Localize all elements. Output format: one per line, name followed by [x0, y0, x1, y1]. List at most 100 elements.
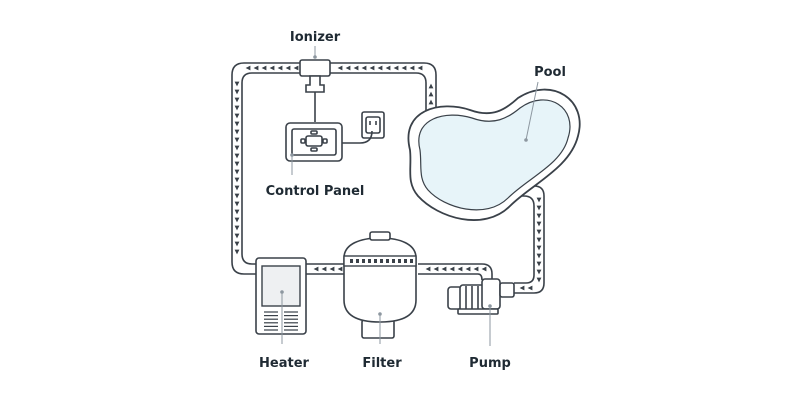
- flow-arrow: [234, 209, 240, 215]
- flow-arrow: [428, 99, 434, 105]
- flow-arrow: [234, 249, 240, 255]
- flow-arrow: [536, 213, 542, 219]
- flow-arrow: [401, 65, 407, 71]
- pump-unit: [447, 278, 515, 315]
- flow-arrow: [234, 153, 240, 159]
- flow-arrow: [353, 65, 359, 71]
- flow-arrow: [234, 217, 240, 223]
- flow-arrow: [385, 65, 391, 71]
- flow-arrow: [473, 266, 479, 272]
- filter-unit: [343, 231, 417, 339]
- flow-arrow: [234, 233, 240, 239]
- pool-shape: [407, 88, 581, 221]
- filter-band-notch: [392, 259, 395, 263]
- flow-arrow: [409, 65, 415, 71]
- flow-arrow: [428, 91, 434, 97]
- pump-leader: [488, 304, 492, 346]
- pool-label: Pool: [534, 65, 566, 80]
- flow-arrow: [313, 266, 319, 272]
- flow-arrow: [449, 266, 455, 272]
- flow-arrow: [277, 65, 283, 71]
- flow-arrow: [234, 129, 240, 135]
- flow-arrow: [536, 229, 542, 235]
- flow-arrow: [345, 65, 351, 71]
- flow-arrow: [457, 266, 463, 272]
- flow-arrow: [337, 65, 343, 71]
- filter-band-notch: [356, 259, 359, 263]
- flow-arrow: [536, 253, 542, 259]
- filter-label: Filter: [362, 356, 402, 371]
- flow-arrow: [253, 65, 259, 71]
- pump-label: Pump: [469, 356, 511, 371]
- filter-band-notch: [398, 259, 401, 263]
- flow-arrow: [285, 65, 291, 71]
- heater-leader: [280, 290, 284, 344]
- flow-arrow: [536, 277, 542, 283]
- filter-band-notch: [404, 259, 407, 263]
- heater-unit: [255, 257, 307, 335]
- control-panel-unit: [285, 122, 343, 162]
- filter-band-notch: [380, 259, 383, 263]
- filter-band-notch: [350, 259, 353, 263]
- flow-arrow: [234, 201, 240, 207]
- control-panel-leader: [290, 153, 294, 175]
- flow-arrow: [234, 177, 240, 183]
- pool-leader: [524, 81, 539, 142]
- flow-arrow: [428, 83, 434, 89]
- flow-arrow: [293, 65, 299, 71]
- flow-arrow: [519, 285, 525, 291]
- flow-arrow: [337, 266, 343, 272]
- pipe-loop: [231, 62, 545, 294]
- flow-arrow: [393, 65, 399, 71]
- flow-arrow: [245, 65, 251, 71]
- flow-arrow: [234, 105, 240, 111]
- flow-arrow: [329, 266, 335, 272]
- flow-arrow: [536, 205, 542, 211]
- flow-arrow: [441, 266, 447, 272]
- control-panel-label: Control Panel: [266, 184, 365, 199]
- filter-band-notch: [410, 259, 413, 263]
- flow-arrow: [234, 169, 240, 175]
- flow-arrows: [234, 65, 542, 291]
- filter-band-notch: [362, 259, 365, 263]
- flow-arrow: [377, 65, 383, 71]
- flow-arrow: [234, 193, 240, 199]
- flow-arrow: [465, 266, 471, 272]
- flow-arrow: [536, 197, 542, 203]
- flow-arrow: [234, 137, 240, 143]
- flow-arrow: [527, 285, 533, 291]
- flow-arrow: [321, 266, 327, 272]
- flow-arrow: [234, 145, 240, 151]
- filter-leader: [378, 312, 382, 344]
- filter-band-notch: [386, 259, 389, 263]
- flow-arrow: [536, 237, 542, 243]
- wall-outlet: [342, 111, 385, 144]
- flow-arrow: [234, 241, 240, 247]
- flow-arrow: [269, 65, 275, 71]
- ionizer-leader: [313, 46, 317, 59]
- flow-arrow: [369, 65, 375, 71]
- filter-band-notch: [368, 259, 371, 263]
- heater-label: Heater: [259, 356, 310, 371]
- flow-arrow: [536, 221, 542, 227]
- flow-arrow: [234, 225, 240, 231]
- flow-arrow: [417, 65, 423, 71]
- flow-arrow: [361, 65, 367, 71]
- flow-arrow: [481, 266, 487, 272]
- flow-arrow: [234, 161, 240, 167]
- flow-arrow: [234, 97, 240, 103]
- flow-arrow: [261, 65, 267, 71]
- flow-arrow: [433, 266, 439, 272]
- flow-arrow: [536, 269, 542, 275]
- flow-arrow: [234, 81, 240, 87]
- flow-arrow: [425, 266, 431, 272]
- flow-arrow: [536, 245, 542, 251]
- flow-arrow: [234, 89, 240, 95]
- flow-arrow: [234, 113, 240, 119]
- ionizer-label: Ionizer: [290, 30, 341, 45]
- ionizer-unit: [299, 59, 331, 122]
- filter-band-notch: [374, 259, 377, 263]
- flow-arrow: [234, 185, 240, 191]
- flow-arrow: [234, 121, 240, 127]
